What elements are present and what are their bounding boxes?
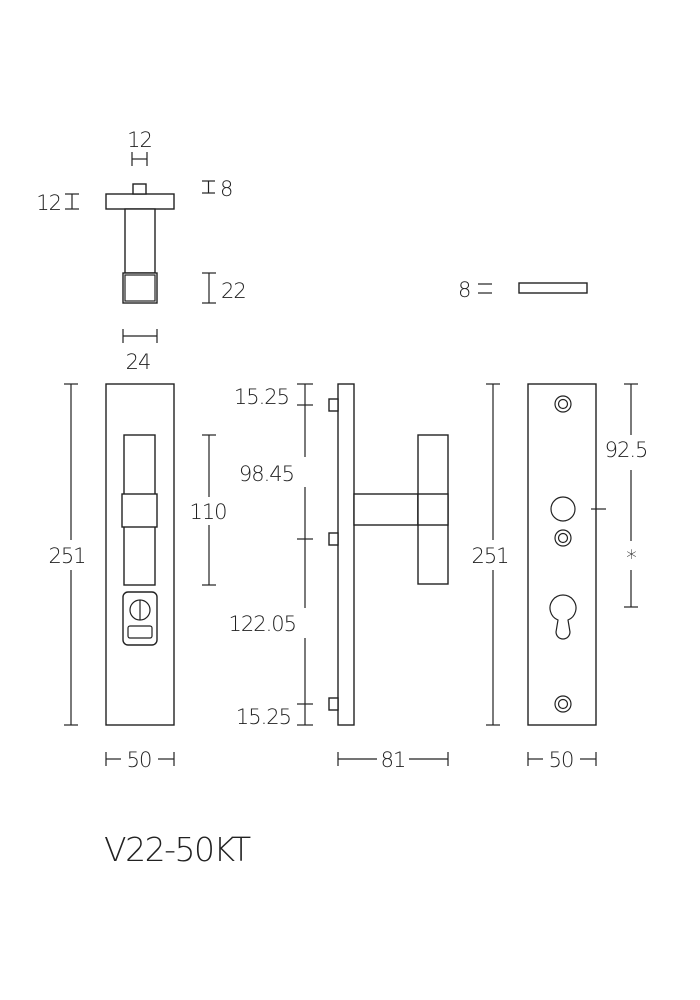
dim-side-upper-label: 98.45 bbox=[239, 462, 294, 486]
side-view: 15.25 98.45 122.05 15.25 81 bbox=[229, 383, 449, 772]
handle-neck bbox=[124, 208, 156, 274]
dim-side-projection: 81 bbox=[337, 748, 449, 772]
dim-right-width-label: 50 bbox=[549, 748, 574, 772]
dim-left-handle: 110 bbox=[189, 434, 228, 586]
back-plate-right bbox=[527, 383, 597, 726]
dim-profile-thickness: 8 bbox=[458, 278, 492, 302]
dim-grip-height-label: 22 bbox=[221, 279, 246, 303]
dim-rose-thickness-label: 8 bbox=[220, 177, 232, 201]
dim-profile-thickness-label: 8 bbox=[458, 278, 470, 302]
dim-rose-width: 12 bbox=[127, 128, 153, 166]
front-view-right: 251 92.5 * 50 bbox=[471, 383, 648, 772]
dim-side-lower-label: 122.05 bbox=[229, 612, 296, 636]
profile-view: 8 bbox=[458, 278, 588, 302]
dim-left-handle-label: 110 bbox=[189, 500, 226, 524]
dim-side-bottom-label: 15.25 bbox=[236, 705, 291, 729]
dim-rose-width-label: 12 bbox=[127, 128, 152, 152]
screw-bottom-outer bbox=[554, 695, 572, 713]
dim-side-projection-label: 81 bbox=[381, 748, 406, 772]
dim-rose-height: 12 bbox=[36, 191, 79, 215]
rose-plate bbox=[105, 193, 175, 210]
thumb-turn-slot bbox=[127, 625, 153, 639]
spindle-tab bbox=[132, 183, 147, 195]
cylinder-keyhole bbox=[549, 594, 577, 640]
front-view-left: 251 110 50 bbox=[48, 383, 228, 772]
dim-grip-height: 22 bbox=[202, 272, 247, 304]
top-view: 12 12 8 22 24 bbox=[36, 128, 247, 374]
side-lever-arm bbox=[353, 493, 419, 526]
dim-right-height-label: 251 bbox=[471, 544, 508, 568]
dim-left-height-label: 251 bbox=[48, 544, 85, 568]
side-pin-middle bbox=[328, 532, 339, 546]
plate-profile bbox=[518, 282, 588, 294]
dim-grip-width-label: 24 bbox=[126, 350, 151, 374]
screw-middle-outer bbox=[554, 529, 572, 547]
screw-top-outer bbox=[554, 395, 572, 413]
dim-right-height: 251 bbox=[471, 383, 512, 726]
dim-left-width-label: 50 bbox=[127, 748, 152, 772]
side-pin-top bbox=[328, 398, 339, 412]
side-plate bbox=[337, 383, 355, 726]
dim-right-center-label: 92.5 bbox=[605, 438, 648, 462]
dim-rose-thickness: 8 bbox=[202, 177, 233, 201]
spindle-hole bbox=[550, 496, 576, 522]
side-pin-bottom bbox=[328, 697, 339, 711]
dim-side-chain: 15.25 98.45 122.05 15.25 bbox=[229, 383, 313, 729]
lever-hub bbox=[121, 493, 158, 528]
dim-rose-height-label: 12 bbox=[36, 191, 61, 215]
handle-grip-inner bbox=[124, 274, 156, 302]
screw-bottom-inner bbox=[557, 698, 569, 710]
dim-right-center: 92.5 * bbox=[605, 383, 648, 608]
dim-left-width: 50 bbox=[105, 748, 175, 772]
side-lever-hub bbox=[417, 493, 449, 526]
dim-right-star-label: * bbox=[626, 546, 636, 570]
dim-grip-width: 24 bbox=[122, 329, 158, 374]
dim-right-width: 50 bbox=[527, 748, 597, 772]
handle-grip bbox=[122, 272, 158, 304]
screw-middle-inner bbox=[557, 532, 569, 544]
dim-side-top-label: 15.25 bbox=[234, 385, 289, 409]
dim-left-height: 251 bbox=[48, 383, 90, 726]
product-code: V22-50KT bbox=[104, 830, 251, 869]
screw-top-inner bbox=[557, 398, 569, 410]
